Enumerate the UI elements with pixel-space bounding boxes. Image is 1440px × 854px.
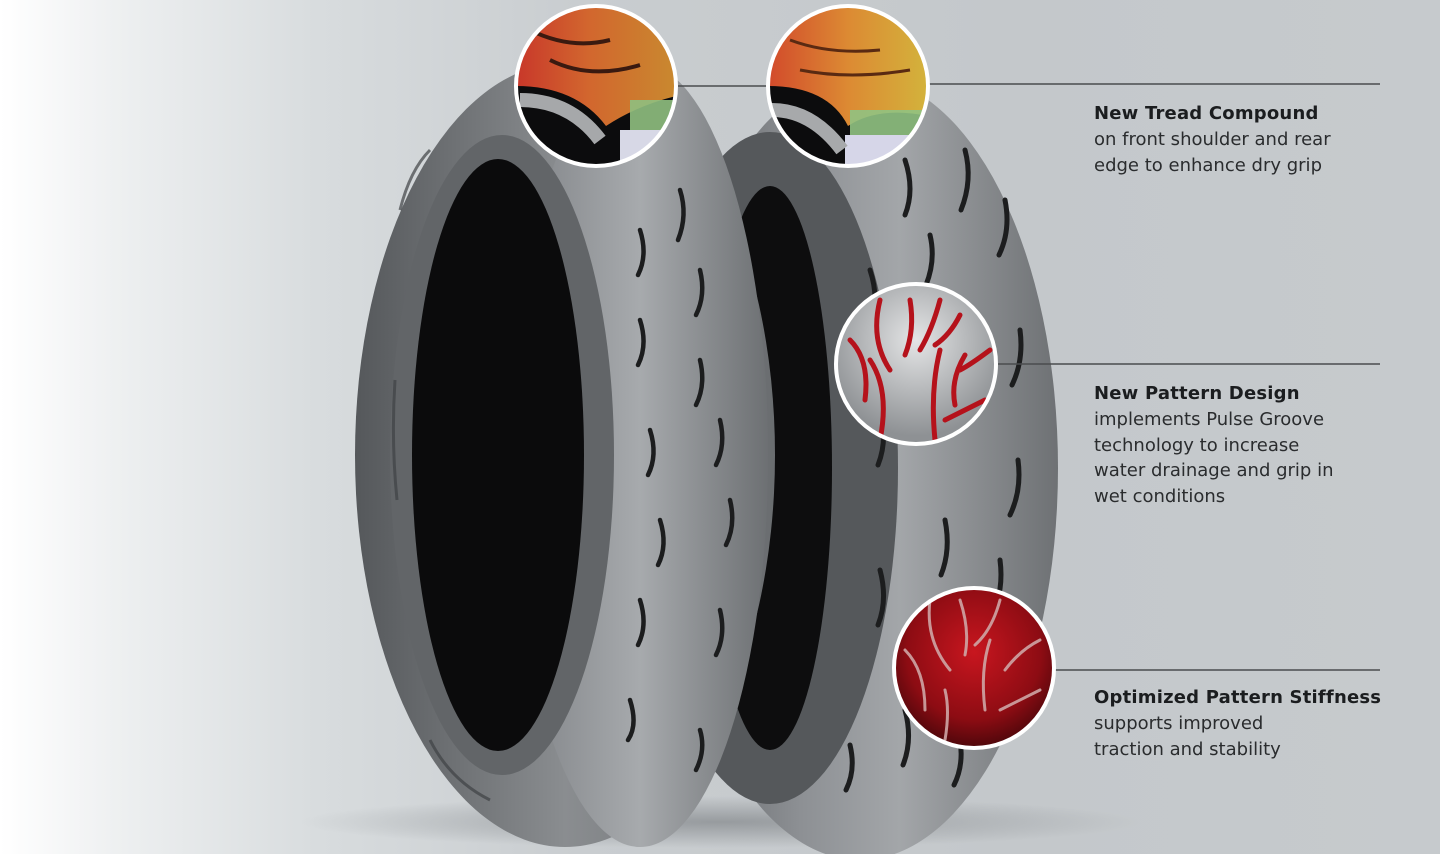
pattern-stiffness-detail-icon [892,586,1056,750]
ground-shadow [300,796,1140,848]
feature-description: implements Pulse Groove technology to in… [1094,409,1334,507]
feature-title: New Pattern Design [1094,383,1300,404]
front-tire [355,63,775,847]
feature-description: on front shoulder and rear edge to enhan… [1094,129,1331,176]
feature-pattern-design: New Pattern Design implements Pulse Groo… [1094,381,1394,509]
leader-lines [676,83,1380,671]
feature-title: New Tread Compound [1094,103,1319,124]
feature-pattern-stiffness: Optimized Pattern Stiffness supports imp… [1094,685,1394,762]
tread-compound-detail-icon [514,4,678,168]
pattern-design-detail-icon [834,282,998,446]
feature-description: supports improved traction and stability [1094,713,1281,760]
feature-tread-compound: New Tread Compound on front shoulder and… [1094,101,1394,178]
tread-compound-rear-detail-icon [766,4,930,168]
feature-title: Optimized Pattern Stiffness [1094,687,1382,708]
